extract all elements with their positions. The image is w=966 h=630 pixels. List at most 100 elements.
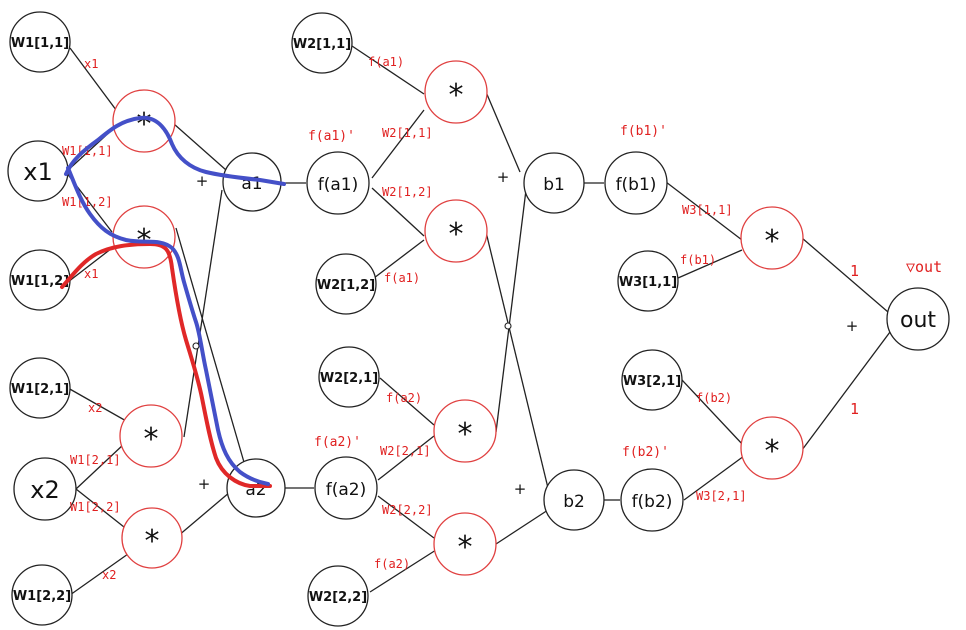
edge xyxy=(485,231,549,489)
edges xyxy=(65,45,891,596)
edge xyxy=(665,181,743,241)
mul-node-2: * xyxy=(112,205,176,269)
edge xyxy=(801,331,891,451)
edge xyxy=(183,189,223,438)
edge xyxy=(677,249,743,279)
node-f-a1-label: f(a1) xyxy=(318,175,358,195)
grad-label-f-a1: f(a1) xyxy=(384,271,420,285)
node-f-a2-label: f(a2) xyxy=(326,480,366,500)
node-w3-21: W3[2,1] xyxy=(621,349,683,411)
node-w1-11: W1[1,1] xyxy=(9,11,71,73)
mul-node-5-label: * xyxy=(449,78,464,113)
edge xyxy=(175,227,249,477)
grad-label-f-b2-prime: f(b2)' xyxy=(622,445,669,460)
plus-sign: + xyxy=(846,317,859,335)
mul-node-10: * xyxy=(740,416,804,480)
edge xyxy=(681,379,745,447)
grad-label-x2: x2 xyxy=(88,401,102,415)
mul-node-4-label: * xyxy=(145,524,160,559)
node-w1-12: W1[1,2] xyxy=(9,249,71,311)
grad-label-x2: x2 xyxy=(102,568,116,582)
grad-label-one: 1 xyxy=(850,400,859,418)
node-x2-label: x2 xyxy=(30,476,59,504)
highlight-path-blue xyxy=(64,115,286,186)
edge xyxy=(173,123,227,171)
edge xyxy=(75,488,125,528)
grad-label-f-a2-prime: f(a2)' xyxy=(314,435,361,450)
junction-dot xyxy=(504,322,512,330)
grad-label-w2-12: W2[1,2] xyxy=(382,185,433,199)
node-w2-21-label: W2[2,1] xyxy=(320,371,378,386)
node-w1-11-label: W1[1,1] xyxy=(11,36,69,51)
grad-label-w1-22: W1[2,2] xyxy=(70,500,121,514)
mul-node-6: * xyxy=(424,199,488,263)
node-b1: b1 xyxy=(523,152,585,214)
grad-label-w2-11: W2[1,1] xyxy=(382,126,433,140)
edge xyxy=(69,553,129,596)
mul-node-5: * xyxy=(424,60,488,124)
mul-node-8-label: * xyxy=(458,530,473,565)
grad-label-w1-12: W1[1,2] xyxy=(62,195,113,209)
junction-dot xyxy=(192,342,200,350)
edge xyxy=(495,189,527,433)
node-w2-12: W2[1,2] xyxy=(315,253,377,315)
node-out-label: out xyxy=(900,308,936,333)
mul-node-8: * xyxy=(433,512,497,576)
grad-label-f-a1-prime: f(a1)' xyxy=(308,129,355,144)
mul-node-6-label: * xyxy=(449,217,464,252)
node-w2-11: W2[1,1] xyxy=(291,12,353,74)
mul-node-1: * xyxy=(112,89,176,153)
plus-sign: + xyxy=(497,168,510,186)
node-w3-11-label: W3[1,1] xyxy=(619,275,677,290)
edge xyxy=(371,109,425,179)
mul-node-7-label: * xyxy=(458,417,473,452)
grad-label-x1: x1 xyxy=(84,57,98,71)
grad-label-w3-21: W3[2,1] xyxy=(696,489,747,503)
grad-label-x1: x1 xyxy=(84,267,98,281)
mul-node-1-label: * xyxy=(137,107,152,142)
edge xyxy=(379,377,435,426)
node-w2-22: W2[2,2] xyxy=(307,565,369,627)
edge xyxy=(67,387,129,423)
node-w3-21-label: W3[2,1] xyxy=(623,374,681,389)
node-w1-21-label: W1[2,1] xyxy=(11,382,69,397)
node-w1-21: W1[2,1] xyxy=(9,357,71,419)
node-x1-label: x1 xyxy=(23,158,52,186)
mul-node-3-label: * xyxy=(144,422,159,457)
node-w1-22-label: W1[2,2] xyxy=(13,589,71,604)
edge xyxy=(377,435,435,481)
edge xyxy=(485,91,521,173)
grad-label-w1-21: W1[2,1] xyxy=(70,453,121,467)
edge xyxy=(371,187,425,237)
node-b2-label: b2 xyxy=(563,492,585,512)
grad-label-f-a2: f(a2) xyxy=(386,391,422,405)
grad-label-f-b1-prime: f(b1)' xyxy=(620,124,667,139)
plus-sign: + xyxy=(514,480,527,498)
node-x1: x1 xyxy=(7,140,69,202)
grad-label-w1-11: W1[1,1] xyxy=(62,144,113,158)
edge xyxy=(801,237,889,313)
node-w1-22: W1[2,2] xyxy=(11,564,73,626)
edge xyxy=(351,45,425,95)
node-x2: x2 xyxy=(13,457,77,521)
node-f-a2: f(a2) xyxy=(314,456,378,520)
node-out: out xyxy=(886,287,950,351)
highlight-path-blue xyxy=(66,166,270,486)
node-w3-11: W3[1,1] xyxy=(617,250,679,312)
grad-label-f-b1: f(b1) xyxy=(680,253,716,267)
grad-label-f-b2: f(b2) xyxy=(696,391,732,405)
mul-node-9: * xyxy=(740,206,804,270)
grad-label-one: 1 xyxy=(850,262,859,280)
grad-label-w3-11: W3[1,1] xyxy=(682,203,733,217)
highlight-path-red xyxy=(60,242,272,488)
edge xyxy=(683,455,745,501)
grad-label-w2-21: W2[2,1] xyxy=(380,444,431,458)
node-f-a1: f(a1) xyxy=(306,151,370,215)
plus-sign: + xyxy=(196,172,209,190)
node-w2-21: W2[2,1] xyxy=(318,346,380,408)
mul-node-7: * xyxy=(433,399,497,463)
node-f-b1: f(b1) xyxy=(604,151,668,215)
node-w1-12-label: W1[1,2] xyxy=(11,274,69,289)
grad-label-out: ▽out xyxy=(906,258,942,276)
